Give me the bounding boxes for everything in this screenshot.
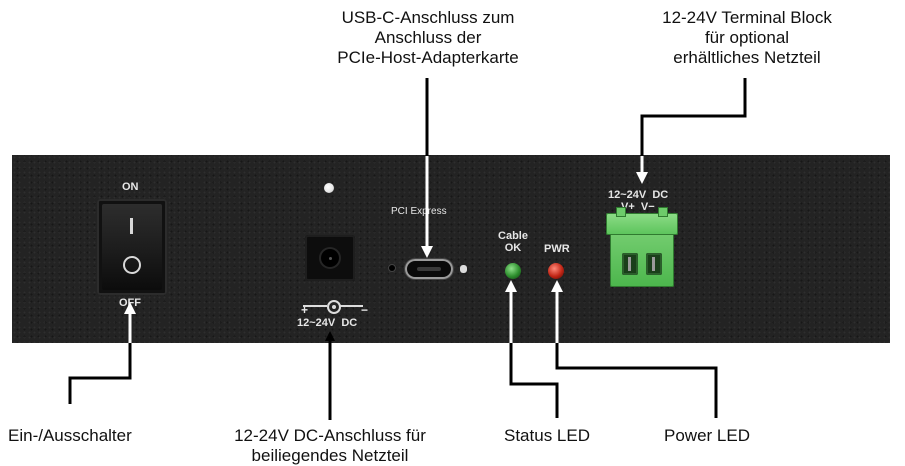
pwr-label: PWR <box>544 243 570 255</box>
terminal-screw-left[interactable] <box>622 253 638 275</box>
callout-usb-c-line-2: Anschluss der <box>374 28 482 47</box>
green-terminal-block[interactable] <box>606 207 678 287</box>
callout-dc-line-2: beiliegendes Netzteil <box>251 446 409 465</box>
status-led-green <box>505 263 521 279</box>
dc-power-jack[interactable] <box>305 235 355 281</box>
dc-jack-pin <box>329 257 332 260</box>
power-led-red <box>548 263 564 279</box>
callout-status-led: Status LED <box>504 426 590 445</box>
dc-rating-label: 12~24V DC <box>297 317 358 329</box>
usb-c-tongue <box>417 267 441 271</box>
cable-ok-label: Cable OK <box>498 230 528 254</box>
terminal-rating-label: 12~24V DC <box>608 189 669 201</box>
pinhole <box>389 265 395 271</box>
white-indicator-light <box>324 183 334 193</box>
terminal-hood <box>606 213 678 235</box>
callout-terminal-line-2: für optional <box>704 28 790 47</box>
callout-dc-line-1: 12-24V DC-Anschluss für <box>234 426 426 445</box>
cable-label: Cable <box>498 230 528 242</box>
leader-status-outer <box>509 343 559 418</box>
device-rear-panel: ON OFF + − 12~24V DC PCI Express Cable O… <box>12 155 890 343</box>
leader-power-outer <box>555 343 718 418</box>
polarity-symbol-icon <box>299 299 369 314</box>
on-mark-icon <box>130 218 133 234</box>
callout-usb-c-line-1: USB-C-Anschluss zum <box>341 8 515 27</box>
rocker-face <box>102 204 162 290</box>
dc-plus-label: + <box>301 303 309 317</box>
terminal-tab-right <box>658 207 668 217</box>
callout-terminal-line-3: erhältliches Netzteil <box>673 48 821 67</box>
terminal-screw-right[interactable] <box>646 253 662 275</box>
callout-terminal-block: 12-24V Terminal Block für optional erhäl… <box>632 8 862 68</box>
callout-usb-c-line-3: PCIe-Host-Adapterkarte <box>337 48 519 67</box>
callout-dc-jack: 12-24V DC-Anschluss für beiliegendes Net… <box>205 426 455 466</box>
switch-on-label: ON <box>122 181 139 193</box>
usb-symbol-icon <box>460 265 467 273</box>
pci-express-label: PCI Express <box>391 206 447 217</box>
callout-usb-c: USB-C-Anschluss zum Anschluss der PCIe-H… <box>318 8 538 68</box>
off-mark-icon <box>123 256 141 274</box>
callout-power-led: Power LED <box>664 426 750 445</box>
leader-terminal-outer <box>640 78 747 156</box>
ok-label: OK <box>504 242 522 254</box>
dc-minus-label: − <box>361 303 369 317</box>
callout-power-switch: Ein-/Ausschalter <box>8 426 132 445</box>
callout-terminal-line-1: 12-24V Terminal Block <box>662 8 832 27</box>
leader-switch-outer <box>68 343 132 404</box>
power-rocker-switch[interactable] <box>97 199 167 295</box>
usb-c-port[interactable] <box>405 259 453 279</box>
terminal-tab-left <box>616 207 626 217</box>
